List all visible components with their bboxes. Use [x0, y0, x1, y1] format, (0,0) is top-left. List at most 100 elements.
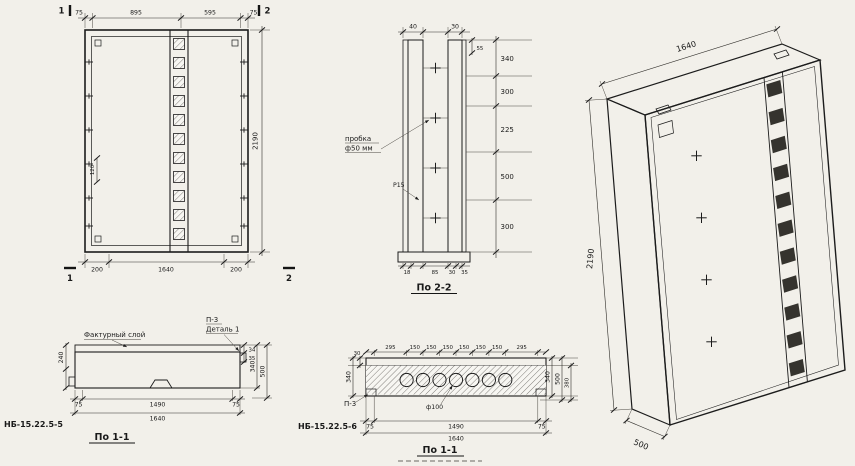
panel-top-face — [605, 43, 822, 116]
edge-anchor-marks — [84, 58, 249, 230]
front-view: 75 895 595 75 2190 120 200 1640 200 1 2 … — [59, 5, 295, 284]
section-mark-label: 1 — [67, 274, 73, 284]
panel-front-inner-outline — [650, 66, 839, 420]
end-detail — [239, 352, 247, 363]
dim-label: 340 — [545, 371, 552, 383]
panel-body — [74, 351, 241, 389]
ventilation-channel — [173, 38, 185, 240]
dim-label: 55 — [477, 46, 484, 52]
dim-label: 150 — [426, 345, 437, 351]
s11b-dim-right: 340 500 380 — [540, 354, 578, 404]
facing-layer — [461, 39, 467, 253]
callout-label: ф50 мм — [345, 145, 373, 153]
dim-label: 595 — [204, 10, 216, 17]
dim-label: 1640 — [448, 436, 464, 443]
dim-label: 150 — [459, 345, 470, 351]
dim-label: 30 — [451, 24, 459, 31]
dim-label: 1640 — [158, 267, 174, 274]
dim-label: 500 — [501, 173, 514, 181]
section-1-1-a-view: Фактурный слой П-3 Деталь 1 240 34 35 34… — [4, 316, 272, 444]
dim-label: 1490 — [150, 402, 166, 409]
front-dim-top: 75 895 595 75 — [75, 10, 258, 28]
section-2-2-view: 40 30 55 340 300 225 500 300 пробка ф50 … — [345, 24, 532, 295]
dim-label: 150 — [476, 345, 487, 351]
s11a-dim-right: 34 35 340 500 — [240, 341, 272, 402]
dim-label: 85 — [432, 270, 439, 276]
dim-label: 895 — [130, 10, 142, 17]
s22-dim-right: 340 300 225 500 300 — [466, 36, 532, 258]
dim-label: 240 — [58, 352, 65, 364]
s11b-dim-top: 295 150 150 150 150 150 150 295 — [362, 345, 550, 356]
wall-left — [407, 39, 424, 253]
dim-label: 500 — [632, 438, 650, 452]
dim-label: 150 — [410, 345, 421, 351]
callout-label: Деталь 1 — [206, 326, 239, 334]
dim-label: 300 — [501, 88, 514, 96]
ties — [423, 62, 448, 224]
dim-label: 1640 — [675, 39, 697, 54]
section-mark-label: 2 — [286, 274, 292, 284]
end-detail — [365, 388, 377, 397]
s11a-detail-callout: П-3 Деталь 1 — [206, 316, 239, 352]
dim-label: 75 — [75, 402, 83, 409]
dim-label: 35 — [249, 356, 256, 362]
panel-inner-outline — [91, 36, 242, 246]
front-dim-bottom: 200 1640 200 — [78, 254, 255, 274]
dim-label: 295 — [385, 345, 395, 351]
dim-label: 340 — [501, 55, 514, 63]
panel-outline — [84, 29, 249, 253]
body-hatch — [366, 365, 546, 395]
bottom-notch — [149, 379, 173, 389]
dim-label: 500 — [260, 366, 267, 378]
dim-label: 75 — [232, 402, 240, 409]
dim-label: 200 — [91, 267, 103, 274]
facing-layer — [74, 344, 241, 353]
section-mark-label: 2 — [265, 7, 271, 17]
dim-label: 340 — [346, 371, 353, 383]
section-marks: 1 2 1 2 — [59, 5, 295, 284]
callout-label: Р15 — [393, 182, 405, 189]
panel-front-face — [644, 59, 846, 426]
view-title: По 1-1 — [423, 445, 458, 456]
s22-radius-callout: Р15 — [393, 182, 420, 201]
dim-label: 40 — [409, 24, 417, 31]
callout-label: Фактурный слой — [84, 331, 145, 339]
iso-dim-height: 2190 — [584, 96, 633, 414]
s11b-dim-left: 30 340 — [346, 351, 366, 400]
section-1-1-b-view: 295 150 150 150 150 150 150 295 ф100 П-3… — [298, 345, 578, 462]
dim-label: 380 — [565, 377, 571, 388]
dim-label: 340 — [250, 361, 257, 373]
dim-label: 75 — [250, 10, 258, 17]
dim-label: 120 — [90, 164, 96, 175]
front-recess — [657, 120, 674, 138]
callout-label: П-3 — [344, 400, 356, 408]
dim-label: 30 — [354, 351, 361, 357]
axonometric-view: 1640 2190 500 — [584, 25, 846, 452]
dim-label: 75 — [75, 10, 83, 17]
face-tie-crosses — [690, 150, 718, 348]
facing-layer — [402, 39, 409, 253]
wall-right — [447, 39, 463, 253]
dim-label: 295 — [517, 345, 527, 351]
s22-dim-bottom: 18 85 30 35 — [398, 262, 470, 276]
dim-label: 75 — [366, 424, 374, 431]
view-title: По 1-1 — [95, 432, 130, 443]
dim-label: 150 — [443, 345, 454, 351]
dim-label: 34 — [249, 348, 256, 354]
front-dim-height: 2190 — [250, 26, 270, 256]
dim-label: 2190 — [252, 132, 260, 150]
dim-label: 18 — [404, 270, 411, 276]
corner-anchors — [94, 39, 239, 243]
end-detail — [68, 376, 76, 387]
dim-label: 1640 — [150, 416, 166, 423]
dim-label: 200 — [230, 267, 242, 274]
s11a-layer-callout: Фактурный слой — [84, 331, 145, 348]
end-detail — [535, 388, 547, 397]
dim-label: 30 — [449, 270, 456, 276]
s22-plug-callout: пробка ф50 мм — [345, 119, 430, 153]
callout-label: П-3 — [206, 316, 218, 324]
section-mark-label: 1 — [59, 7, 65, 17]
callout-label: пробка — [345, 135, 371, 143]
